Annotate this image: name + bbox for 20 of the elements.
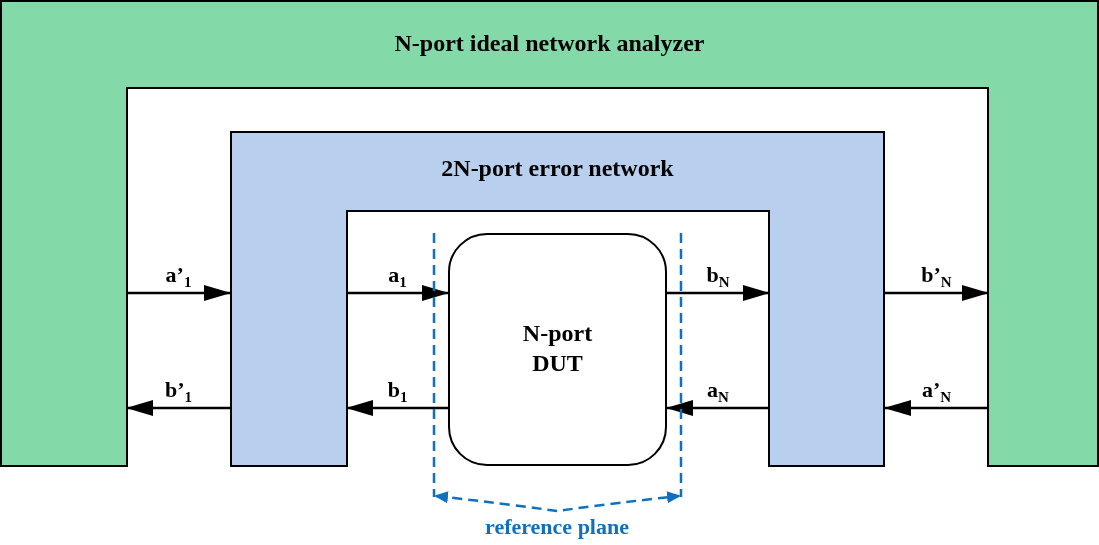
plane-label: reference plane xyxy=(484,513,630,541)
block-title: 2N-port error network xyxy=(440,154,675,183)
arrow xyxy=(347,285,449,301)
arrow xyxy=(346,400,448,416)
edge-label: b’$_{1}$ xyxy=(164,377,193,407)
arrow xyxy=(885,285,989,301)
arrow xyxy=(666,400,769,416)
block-title: N-port ideal network analyzer xyxy=(393,29,706,58)
edge-label: a$_{N}$ xyxy=(707,377,729,407)
node-label: N-port DUT xyxy=(521,319,594,378)
edge-label: a’$_{N}$ xyxy=(921,377,952,407)
arrow xyxy=(667,285,770,301)
arrow xyxy=(884,400,988,416)
edge-label: b’$_{N}$ xyxy=(921,262,952,292)
edge-label: b$_{1}$ xyxy=(387,377,408,407)
edge-label: b$_{N}$ xyxy=(706,262,730,292)
arrow xyxy=(127,285,231,301)
arrow xyxy=(126,400,230,416)
edge-label: a’$_{1}$ xyxy=(165,262,192,292)
edge-label: a$_{1}$ xyxy=(388,262,407,292)
